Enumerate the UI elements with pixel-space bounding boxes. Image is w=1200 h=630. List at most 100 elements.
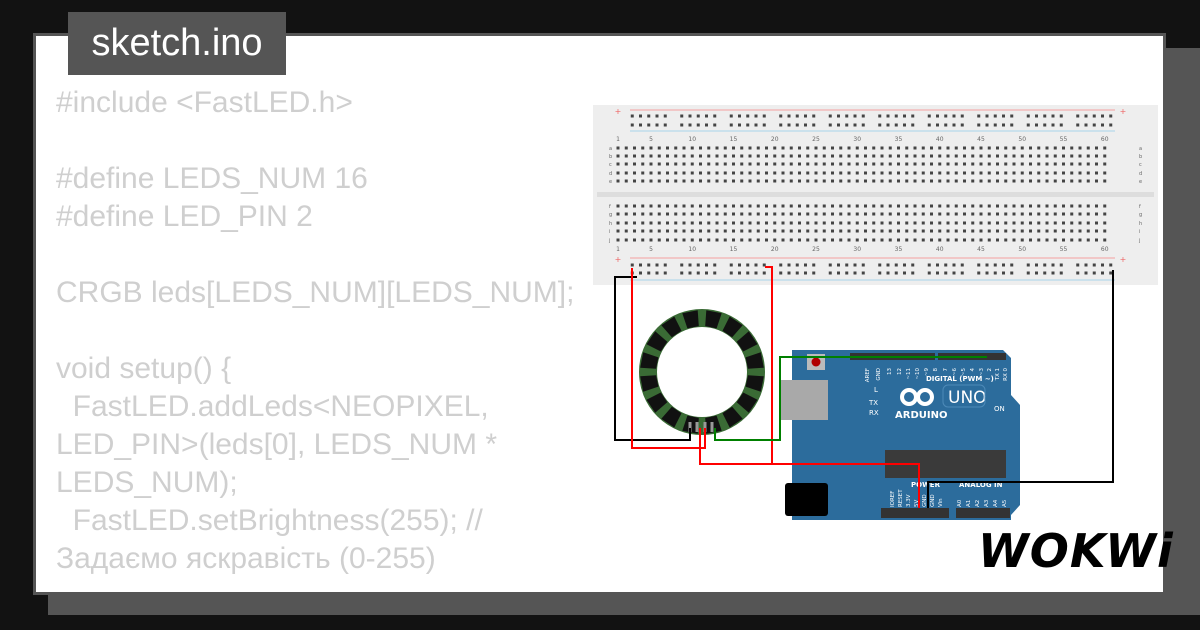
ring-pin: [710, 422, 714, 432]
wire-black-rail: [927, 270, 1114, 508]
breadboard-column-number: 35: [895, 246, 903, 253]
code-line: #define LEDS_NUM 16: [56, 162, 368, 195]
breadboard-column-number: 15: [730, 246, 738, 253]
breadboard-row-letter: c: [609, 162, 612, 168]
breadboard-column-number: 45: [977, 246, 985, 253]
usb-port: [780, 380, 828, 420]
power-label: POWER: [911, 481, 941, 489]
breadboard-column-number: 30: [853, 246, 861, 253]
digital-pin-label: 8: [933, 368, 939, 372]
breadboard-column-number: 30: [853, 136, 861, 143]
wire-red-5v: [699, 428, 920, 508]
power-pin-label: GND: [930, 494, 936, 507]
breadboard-row-letter: b: [1139, 154, 1142, 160]
digital-pin-label: AREF: [865, 368, 871, 382]
led-label-tx: TX: [868, 399, 878, 407]
analog-pin-label: A4: [993, 499, 999, 507]
neopixel-led: [736, 392, 758, 413]
breadboard-column-number: 5: [649, 136, 653, 143]
digital-pin-label: ~10: [915, 368, 921, 380]
neopixel-led: [745, 352, 764, 369]
breadboard-row-letter: f: [609, 204, 611, 210]
breadboard-row-letter: d: [609, 171, 612, 177]
digital-pin-label: TX 1: [995, 368, 1001, 381]
neopixel-led: [682, 310, 699, 329]
breadboard[interactable]: 1155101015152020252530303535404045455050…: [593, 105, 1158, 285]
digital-pin-label: 13: [887, 368, 893, 375]
digital-pin-label: GND: [876, 368, 882, 381]
neopixel-led: [646, 392, 668, 413]
code-line: FastLED.addLeds<NEOPIXEL, LED_PIN>(leds[…: [56, 390, 506, 499]
led-label-rx: RX: [869, 409, 879, 417]
breadboard-column-number: 50: [1018, 246, 1026, 253]
neopixel-led: [646, 331, 668, 352]
power-pin-label: GND: [922, 494, 928, 507]
neopixel-led: [661, 406, 682, 428]
analog-pin-label: A3: [984, 499, 990, 507]
breadboard-column-number: 60: [1101, 246, 1109, 253]
breadboard-row-letter: h: [1139, 221, 1142, 227]
breadboard-row-letter: g: [1139, 212, 1142, 218]
breadboard-column-number: 1: [616, 246, 620, 253]
breadboard-row-letter: a: [1139, 146, 1142, 152]
analog-pin-label: A2: [975, 500, 981, 507]
power-pin-label: IOREF: [890, 491, 896, 507]
arduino-model: UNO: [948, 388, 987, 408]
digital-pin-label: 2: [987, 368, 993, 372]
breadboard-column-number: 55: [1060, 246, 1068, 253]
rail-plus-label: +: [615, 107, 622, 116]
breadboard-row-letter: i: [609, 229, 610, 235]
digital-label: DIGITAL (PWM ~): [926, 375, 994, 383]
neopixel-led: [705, 310, 722, 329]
breadboard-column-number: 35: [895, 136, 903, 143]
breadboard-column-number: 25: [812, 246, 820, 253]
wokwi-logo: WOKWi: [978, 524, 1174, 578]
neopixel-ring[interactable]: [639, 309, 765, 435]
breadboard-column-number: 20: [771, 246, 779, 253]
breadboard-row-letter: d: [1139, 171, 1142, 177]
rail-plus-label: +: [615, 255, 622, 264]
digital-pin-label: ~3: [979, 368, 985, 377]
file-title: sketch.ino: [68, 12, 286, 75]
neopixel-led: [640, 375, 659, 392]
arduino-brand: ARDUINO: [895, 410, 947, 421]
wire-black-gnd: [614, 276, 691, 441]
breadboard-holes: [616, 114, 1113, 275]
breadboard-column-number: 55: [1060, 136, 1068, 143]
digital-pin-label: ~9: [924, 368, 930, 377]
breadboard-row-letter: c: [1139, 162, 1142, 168]
breadboard-column-number: 40: [936, 136, 944, 143]
code-line: #include <FastLED.h>: [56, 86, 353, 119]
arduino-logo-icon: [900, 388, 934, 406]
neopixel-led: [745, 375, 764, 392]
breadboard-column-number: 50: [1018, 136, 1026, 143]
digital-pin-label: 4: [970, 368, 976, 372]
digital-pin-label: RX 0: [1003, 368, 1009, 381]
breadboard-column-number: 60: [1101, 136, 1109, 143]
on-label: ON: [994, 405, 1005, 413]
breadboard-column-number: 15: [730, 136, 738, 143]
wire-green-data: [714, 356, 987, 441]
code-line: #define LED_PIN 2: [56, 200, 313, 233]
breadboard-row-letter: i: [1139, 229, 1140, 235]
breadboard-row-letter: e: [1139, 179, 1142, 185]
ring-pin: [703, 422, 707, 432]
code-line: CRGB leds[LEDS_NUM][LEDS_NUM];: [56, 276, 575, 309]
neopixel-led: [736, 331, 758, 352]
ring-pin: [688, 422, 692, 432]
led-label-l: L: [874, 386, 878, 394]
breadboard-column-number: 20: [771, 136, 779, 143]
rail-plus-label: +: [1120, 107, 1127, 116]
analog-label: ANALOG IN: [959, 481, 1003, 489]
analog-pin-label: A5: [1002, 499, 1008, 507]
arduino-uno[interactable]: ARDUINO UNO DIGITAL (PWM ~) POWER ANALOG…: [780, 350, 1020, 520]
neopixel-led: [722, 406, 743, 428]
power-pin-label: 3.3V: [906, 494, 912, 507]
code-listing: #include <FastLED.h> #define LEDS_NUM 16 #…: [56, 84, 586, 578]
breadboard-column-number: 10: [688, 136, 696, 143]
breadboard-row-letter: a: [609, 146, 612, 152]
breadboard-row-letter: h: [609, 221, 612, 227]
digital-pin-label: ~6: [952, 368, 958, 377]
breadboard-row-letter: e: [609, 179, 612, 185]
breadboard-column-number: 40: [936, 246, 944, 253]
